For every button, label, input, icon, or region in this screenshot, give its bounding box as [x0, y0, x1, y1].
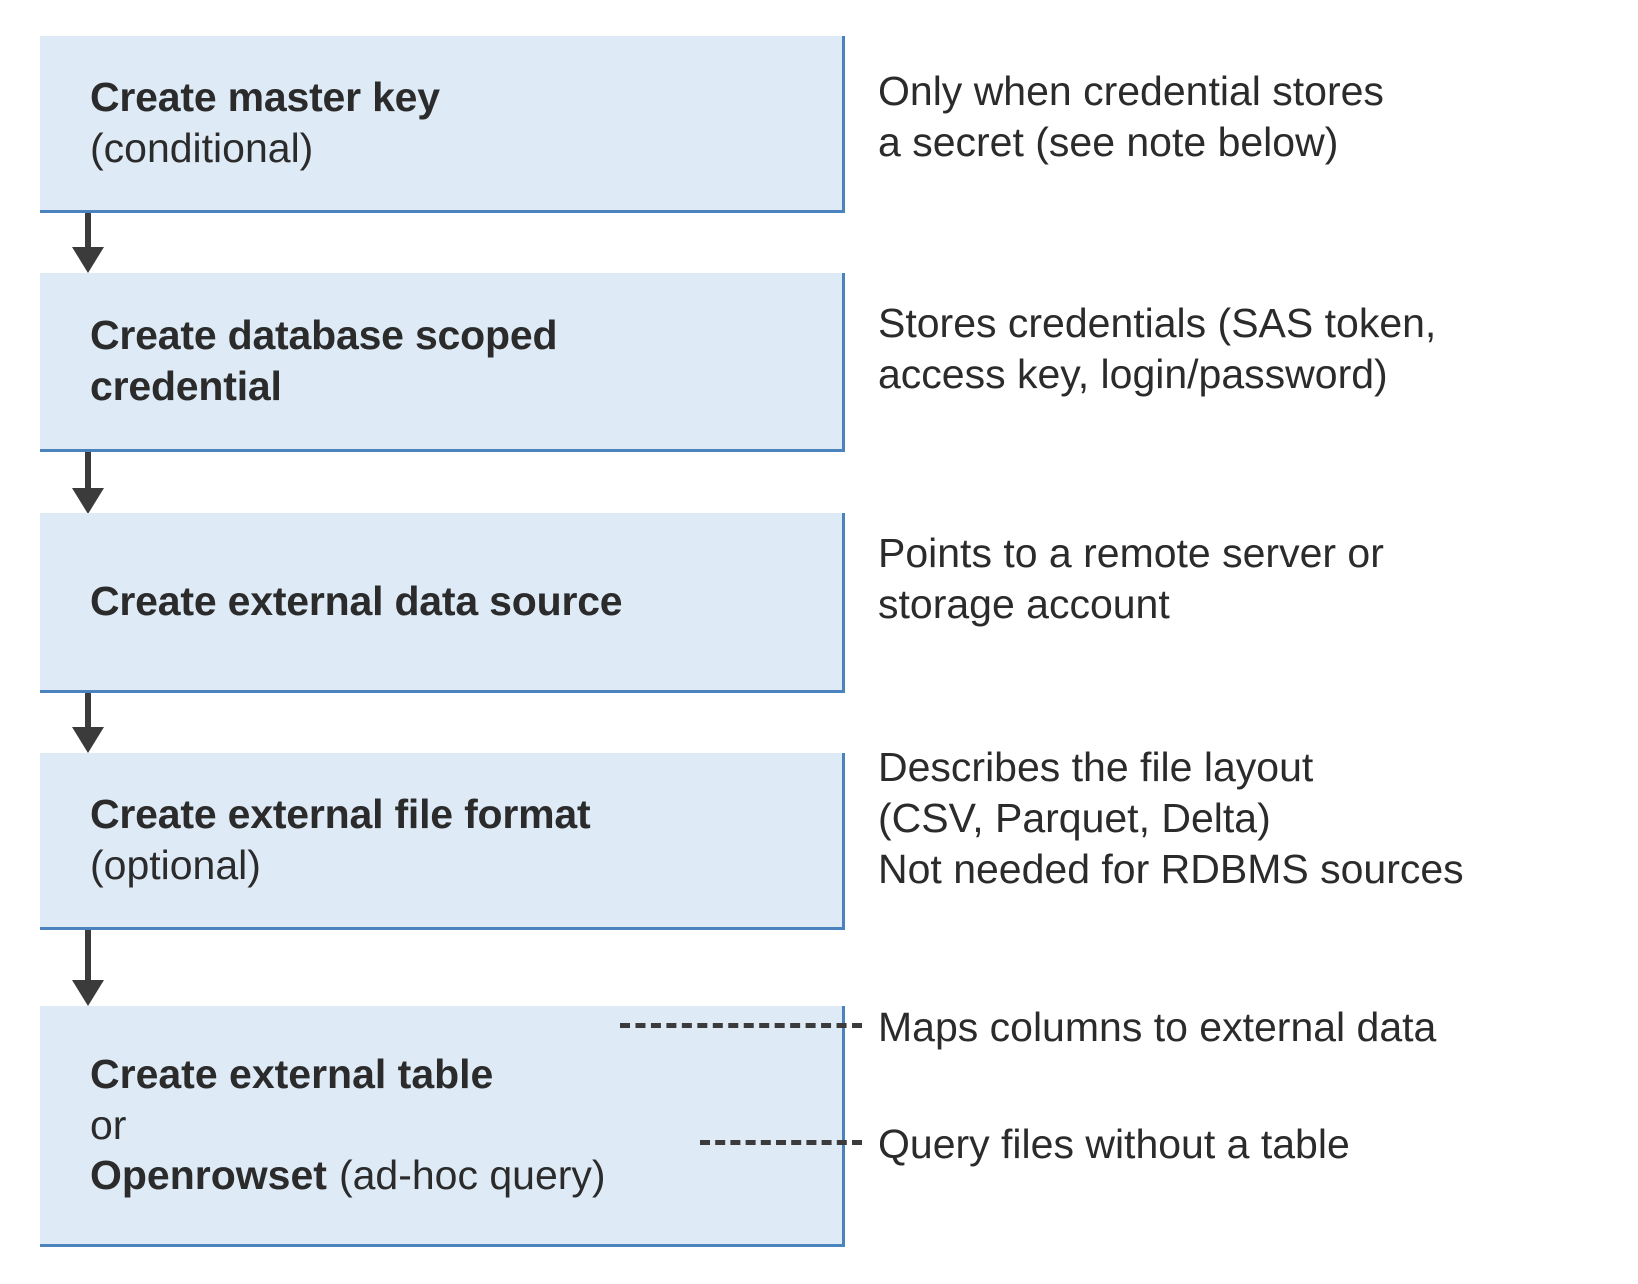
flow-step-note-1: Only when credential stores a secret (se… — [878, 68, 1384, 165]
flow-step-subtitle: (optional) — [90, 842, 261, 888]
dashed-connector-openrowset — [700, 1140, 862, 1145]
flow-step-create-external-file-format[interactable]: Create external file format (optional) — [40, 753, 845, 930]
flow-step-note-3: Points to a remote server or storage acc… — [878, 530, 1384, 627]
flow-step-create-external-data-source[interactable]: Create external data source — [40, 513, 845, 693]
openrowset-label: Openrowset — [90, 1152, 327, 1199]
openrowset-qualifier: (ad-hoc query) — [338, 1152, 606, 1199]
flow-step-note-openrowset: Query files without a table — [878, 1121, 1350, 1167]
dashed-connector-external-table — [620, 1023, 862, 1028]
flow-step-or-label: or — [90, 1101, 127, 1148]
flow-arrow-down-4 — [72, 930, 104, 1006]
flow-step-title: Create external data source — [90, 578, 623, 625]
flow-step-create-external-table-or-openrowset[interactable]: Create external table or Openrowset (ad-… — [40, 1006, 845, 1247]
flow-step-note-external-table: Maps columns to external data — [878, 1004, 1437, 1050]
flow-arrow-down-1 — [72, 213, 104, 273]
flow-step-row-openrowset: Openrowset (ad-hoc query) — [90, 1150, 830, 1201]
flow-step-title: Create database scoped credential — [90, 312, 558, 409]
flow-step-title: Create external file format — [90, 791, 591, 838]
flow-arrow-down-2 — [72, 452, 104, 514]
flow-step-row-external-table: Create external table — [90, 1049, 830, 1100]
external-table-label: Create external table — [90, 1050, 494, 1097]
flow-step-create-database-scoped-credential[interactable]: Create database scoped credential — [40, 273, 845, 452]
flow-arrow-down-3 — [72, 693, 104, 753]
flow-step-title: Create master key — [90, 74, 440, 121]
flow-step-note-4: Describes the file layout (CSV, Parquet,… — [878, 744, 1464, 892]
flow-step-note-2: Stores credentials (SAS token, access ke… — [878, 300, 1437, 397]
flow-step-subtitle: (conditional) — [90, 125, 314, 171]
flow-step-create-master-key[interactable]: Create master key (conditional) — [40, 36, 845, 213]
